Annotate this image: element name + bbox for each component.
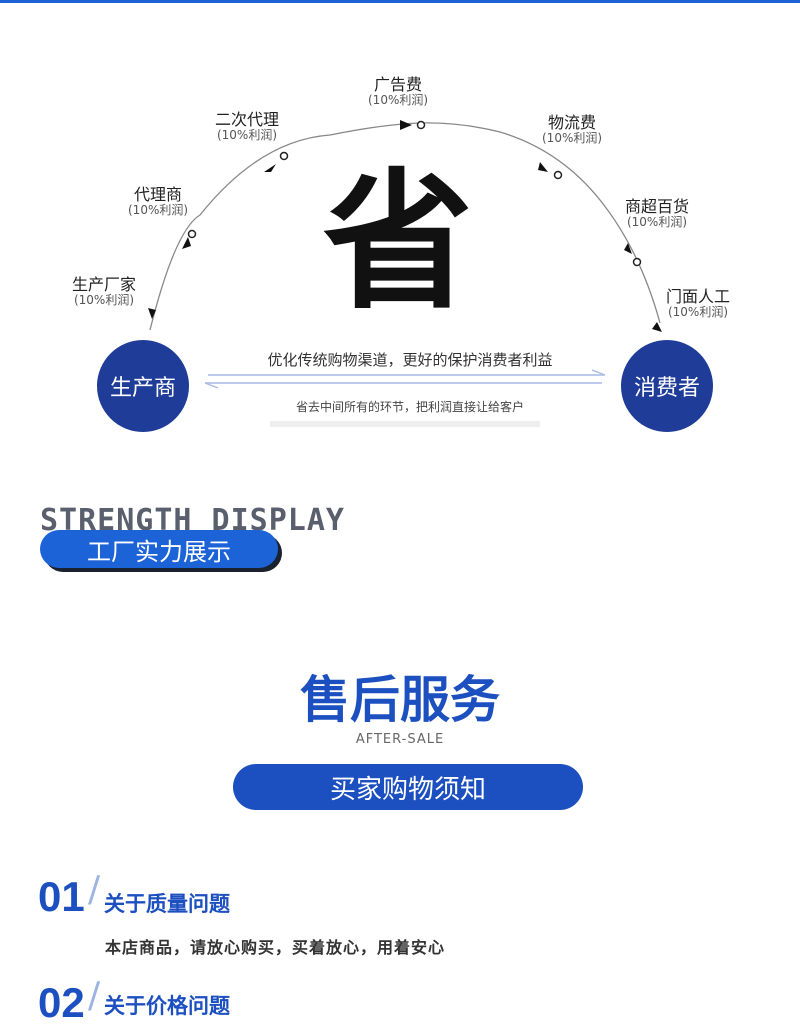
arc-point bbox=[279, 151, 289, 161]
slash-divider: / bbox=[88, 869, 101, 910]
after-sale-title: 售后服务 bbox=[300, 670, 500, 729]
node-logistics: 物流费 (10%利润) bbox=[542, 113, 603, 146]
node-retail: 商超百货 (10%利润) bbox=[625, 197, 690, 230]
arc-point bbox=[416, 120, 426, 130]
slogan-main: 优化传统购物渠道，更好的保护消费者利益 bbox=[267, 351, 553, 369]
arrow-mark bbox=[624, 243, 632, 254]
arc-point bbox=[187, 229, 197, 239]
faq-title: 关于质量问题 bbox=[104, 892, 230, 916]
arrow-mark bbox=[400, 120, 412, 130]
slash-divider: / bbox=[88, 975, 101, 1016]
arc-svg bbox=[148, 120, 662, 427]
arrow-mark bbox=[652, 322, 662, 332]
producer-circle: 生产商 bbox=[97, 340, 189, 432]
arc-point bbox=[553, 170, 563, 180]
after-sale-subtitle: AFTER-SALE bbox=[355, 732, 445, 747]
node-sub-agent: 二次代理 (10%利润) bbox=[215, 110, 280, 143]
node-agent: 代理商 (10%利润) bbox=[128, 185, 189, 218]
arc-point bbox=[632, 257, 642, 267]
arrow-mark bbox=[182, 237, 191, 249]
node-advertising: 广告费 (10%利润) bbox=[368, 75, 429, 108]
supply-chain-diagram: 生产厂家 (10%利润) 代理商 (10%利润) 二次代理 (10%利润) 广告… bbox=[0, 40, 800, 460]
top-accent-line bbox=[0, 0, 800, 3]
node-manufacturer: 生产厂家 (10%利润) bbox=[72, 275, 137, 308]
buyer-notice-button: 买家购物须知 bbox=[233, 764, 583, 810]
node-storefront: 门面人工 (10%利润) bbox=[666, 287, 731, 320]
arrow-mark bbox=[538, 162, 548, 172]
faq-body: 本店商品，请放心购买，买着放心，用着安心 bbox=[105, 938, 446, 957]
slogan-sub: 省去中间所有的环节，把利润直接让给客户 bbox=[295, 400, 524, 414]
faq-title: 关于价格问题 bbox=[104, 994, 230, 1018]
arrow-mark bbox=[148, 308, 156, 319]
consumer-circle: 消费者 bbox=[621, 340, 713, 432]
strength-title-pill: 工厂实力展示 bbox=[40, 530, 278, 568]
arrow-mark bbox=[264, 164, 276, 172]
faq-number: 01 bbox=[38, 873, 85, 920]
faq-number: 02 bbox=[38, 979, 85, 1026]
center-character: 省 bbox=[322, 156, 473, 330]
